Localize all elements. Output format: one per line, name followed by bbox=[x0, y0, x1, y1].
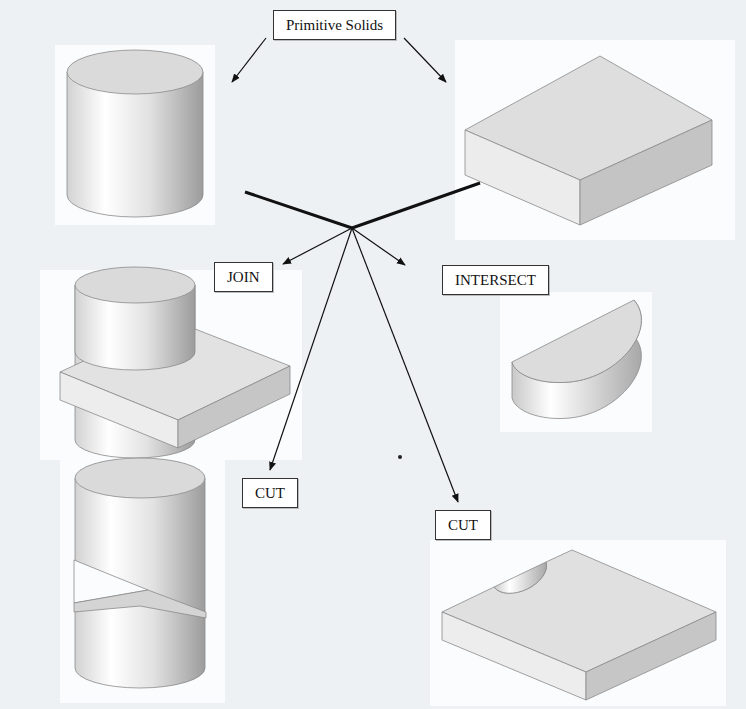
slab-left-face bbox=[442, 612, 586, 700]
box-right-face bbox=[580, 120, 712, 225]
cylinder-top bbox=[75, 458, 205, 498]
leader-arrow bbox=[232, 38, 266, 82]
converge-line bbox=[352, 183, 480, 228]
image-panel bbox=[60, 455, 225, 703]
operation-label-box: INTERSECT bbox=[442, 265, 549, 295]
cut-hole-wall bbox=[494, 562, 547, 593]
slab-right-face bbox=[178, 366, 290, 448]
label-text: CUT bbox=[448, 514, 478, 536]
half-cylinder-top bbox=[512, 300, 641, 383]
label-text: CUT bbox=[255, 482, 285, 504]
image-panel bbox=[455, 40, 735, 240]
slab-right-face bbox=[586, 612, 716, 700]
image-panel bbox=[500, 292, 652, 432]
half-cylinder-side bbox=[512, 300, 641, 419]
operation-label-box: CUT bbox=[435, 510, 491, 540]
label-text: JOIN bbox=[227, 266, 260, 288]
leader-arrow bbox=[404, 38, 446, 82]
image-panel bbox=[430, 540, 726, 706]
box-left-face bbox=[465, 130, 580, 225]
operation-label-box: Primitive Solids bbox=[273, 10, 396, 40]
label-text: Primitive Solids bbox=[286, 14, 383, 36]
operation-arrow bbox=[352, 228, 405, 265]
image-panel bbox=[55, 45, 215, 225]
slab-left-face bbox=[60, 372, 178, 448]
cylinder-side bbox=[75, 478, 205, 688]
stray-dot bbox=[398, 455, 402, 459]
operation-arrow bbox=[270, 228, 352, 470]
cylinder-top bbox=[67, 50, 203, 94]
converge-line bbox=[245, 192, 352, 228]
cut-face bbox=[74, 590, 206, 618]
cylinder-top bbox=[75, 267, 195, 303]
operation-label-box: CUT bbox=[242, 478, 298, 508]
label-text: INTERSECT bbox=[455, 269, 536, 291]
operation-label-box: JOIN bbox=[214, 262, 273, 292]
